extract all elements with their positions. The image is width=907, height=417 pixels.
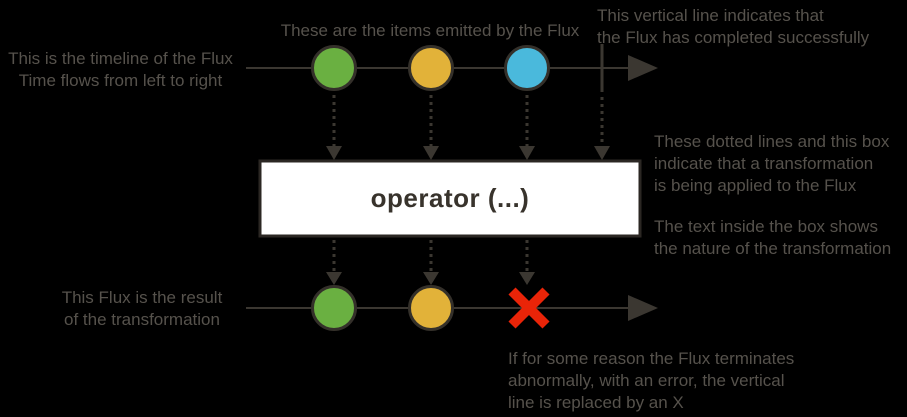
error-note: If for some reason the Flux terminates a… <box>508 349 795 412</box>
source-yellow-marble <box>408 45 454 91</box>
down-arrowhead-icon <box>326 272 342 285</box>
down-arrowhead-icon <box>519 146 535 160</box>
error-x-stroke <box>508 287 550 329</box>
operator-box <box>258 159 642 238</box>
down-arrowhead-icon <box>519 272 535 285</box>
result-green-marble <box>311 285 357 331</box>
operator-box-label: operator (...) <box>370 183 530 213</box>
source-timeline-arrowhead-icon <box>628 55 658 81</box>
down-arrowhead-icon <box>326 146 342 160</box>
down-arrowhead-icon <box>423 272 439 285</box>
operator-to-result-arrowheads <box>326 272 535 285</box>
source-green-marble <box>311 45 357 91</box>
source-to-operator-dashed-lines <box>332 95 604 146</box>
source-timeline-note: This is the timeline of the Flux Time fl… <box>8 49 233 90</box>
source-to-operator-arrowheads <box>326 146 610 160</box>
operator-text-note: The text inside the box shows the nature… <box>654 217 892 258</box>
source-blue-marble <box>504 45 550 91</box>
down-arrowhead-icon <box>423 146 439 160</box>
result-yellow-marble <box>408 285 454 331</box>
complete-line-note: This vertical line indicates that the Fl… <box>597 6 870 47</box>
emitted-items-note: These are the items emitted by the Flux <box>280 21 580 40</box>
error-x-icon <box>508 287 550 329</box>
result-timeline-note: This Flux is the result of the transform… <box>61 288 223 329</box>
operator-to-result-dashed-lines <box>332 240 529 272</box>
result-timeline-arrowhead-icon <box>628 295 658 321</box>
transformation-note: These dotted lines and this box indicate… <box>654 132 890 195</box>
down-arrowhead-icon <box>594 146 610 160</box>
